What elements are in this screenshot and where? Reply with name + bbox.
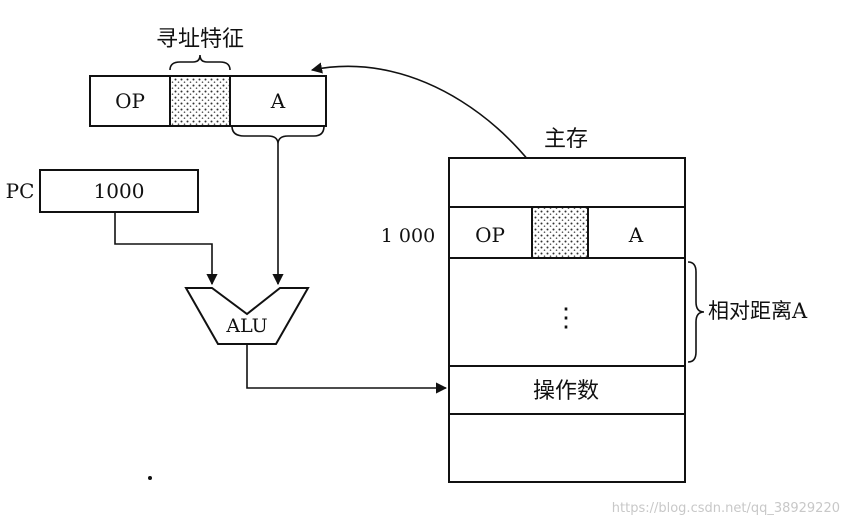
instruction-address: 1 000	[381, 225, 435, 247]
main-memory-title: 主存	[544, 127, 588, 152]
memory-op-label: OP	[475, 223, 505, 247]
alu-label: ALU	[225, 315, 267, 337]
addressing-mode-label: 寻址特征	[156, 27, 244, 52]
watermark: https://blog.csdn.net/qq_38929220	[612, 501, 840, 516]
operand-label: 操作数	[533, 379, 599, 404]
addressing-mode-brace	[169, 54, 231, 71]
address-a-field	[229, 75, 327, 127]
memory-ellipsis: ⋮	[553, 303, 579, 333]
memory-a-label: A	[628, 223, 644, 247]
relative-distance-brace	[687, 261, 705, 363]
main-memory: 主存 1 000 OP A ⋮ 操作数 相对距离A	[381, 127, 808, 483]
instruction-register: 寻址特征 OP A	[89, 27, 327, 145]
pc-to-alu-arrow	[114, 212, 218, 286]
pc-register: PC 1000	[6, 169, 199, 213]
stray-dot	[148, 476, 152, 480]
alu-shape	[184, 287, 310, 345]
a-field-brace	[231, 125, 325, 145]
pc-value: 1000	[94, 179, 145, 203]
pc-label: PC	[6, 179, 35, 203]
memory-addressing-field	[531, 206, 589, 259]
a-label: A	[270, 89, 286, 113]
pc-box	[39, 169, 199, 213]
op-label: OP	[115, 89, 145, 113]
relative-distance-label: 相对距离A	[708, 299, 808, 323]
op-field	[89, 75, 171, 127]
alu-to-operand-arrow	[246, 344, 448, 394]
addressing-mode-field	[169, 75, 231, 127]
alu: ALU	[184, 287, 310, 345]
